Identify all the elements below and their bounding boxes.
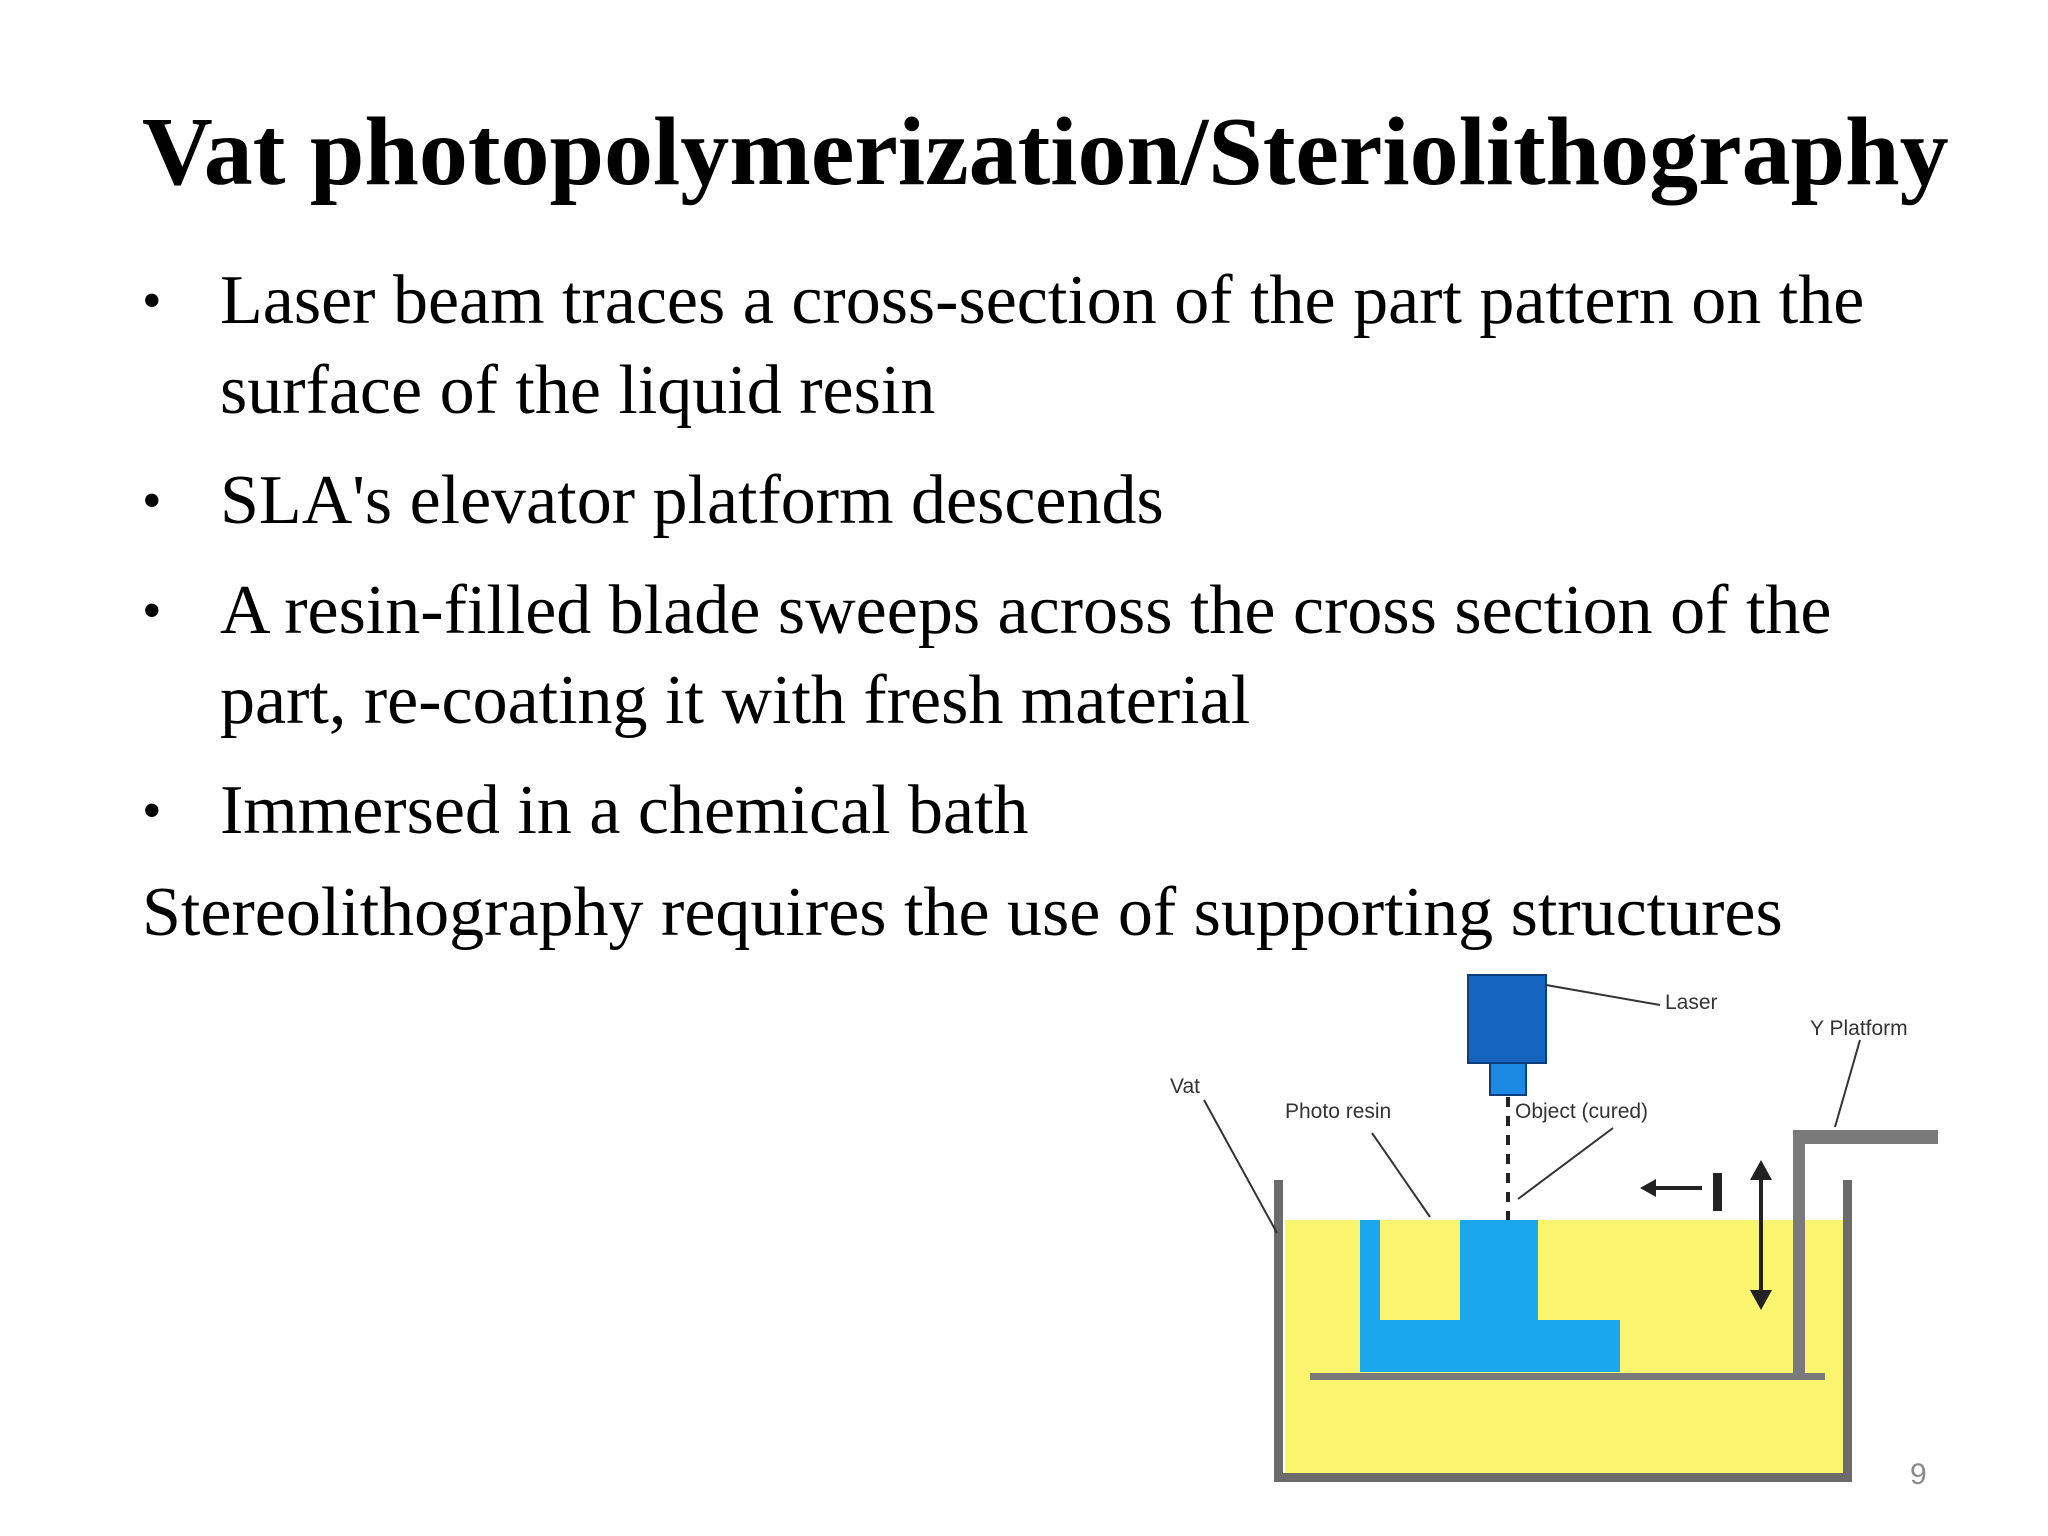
bullet-dot-icon: • — [142, 470, 162, 532]
bullet-item: • Laser beam traces a cross-section of t… — [142, 256, 1962, 436]
bullet-text: Laser beam traces a cross-section of the… — [220, 262, 1865, 429]
vat-leader-line — [1203, 1099, 1278, 1234]
cured-object — [1360, 1220, 1620, 1372]
slide-title: Vat photopolymerization/Steriolithograph… — [142, 98, 1949, 206]
bullet-list: • Laser beam traces a cross-section of t… — [142, 256, 1962, 876]
bullet-item: • A resin-filled blade sweeps across the… — [142, 566, 1962, 746]
bullet-text: A resin-filled blade sweeps across the c… — [220, 572, 1832, 739]
sla-diagram: Laser Y Platform Vat Photo resin Object … — [1170, 974, 1938, 1482]
vat-bottom — [1274, 1473, 1852, 1482]
label-photo-resin: Photo resin — [1285, 1100, 1391, 1123]
y-platform-leader-line — [1834, 1039, 1861, 1128]
elevator-arrow-down-icon — [1750, 1290, 1772, 1310]
label-vat: Vat — [1170, 1075, 1200, 1098]
label-laser: Laser — [1665, 991, 1718, 1014]
label-y-platform: Y Platform — [1810, 1017, 1908, 1040]
bullet-dot-icon: • — [142, 780, 162, 842]
bullet-text: SLA's elevator platform descends — [220, 462, 1164, 539]
laser-head — [1467, 974, 1547, 1064]
y-platform-arm — [1793, 1130, 1938, 1144]
bullet-text: Immersed in a chemical bath — [220, 772, 1029, 849]
y-platform-post — [1793, 1130, 1805, 1380]
laser-leader-line — [1545, 984, 1661, 1006]
bullet-item: • Immersed in a chemical bath — [142, 766, 1962, 856]
elevator-arrow-up-icon — [1750, 1160, 1772, 1180]
laser-nozzle — [1489, 1062, 1527, 1096]
photo-resin-leader-line — [1371, 1132, 1431, 1218]
object-leader-line — [1517, 1127, 1614, 1200]
bullet-item: • SLA's elevator platform descends — [142, 456, 1962, 546]
recoater-blade — [1713, 1173, 1722, 1211]
label-object-cured: Object (cured) — [1515, 1100, 1648, 1123]
y-platform-base — [1310, 1373, 1825, 1380]
bullet-dot-icon: • — [142, 580, 162, 642]
blade-arrow-head-icon — [1640, 1179, 1656, 1197]
supporting-structures-statement: Stereolithography requires the use of su… — [142, 874, 1783, 951]
bullet-dot-icon: • — [142, 270, 162, 332]
vat-left-wall — [1274, 1180, 1283, 1480]
vat-right-wall — [1843, 1180, 1852, 1480]
slide-number: 9 — [1910, 1458, 1927, 1491]
